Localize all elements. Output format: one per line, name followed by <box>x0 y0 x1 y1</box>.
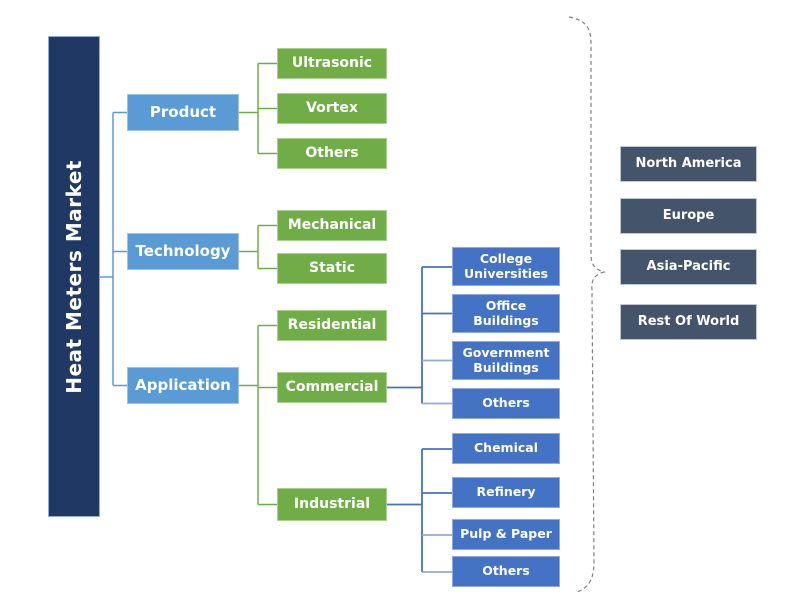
node-static-label: Static <box>308 260 355 277</box>
node-refinery: Refinery <box>452 477 560 508</box>
node-industrial: Industrial <box>277 488 387 521</box>
node-commercial-others: Others <box>452 388 560 419</box>
region-europe-label: Europe <box>662 207 715 223</box>
node-chemical-label: Chemical <box>474 440 538 456</box>
node-commercial-others-label: Others <box>482 395 530 411</box>
node-commercial-label: Commercial <box>285 379 379 396</box>
root-node-label: Heat Meters Market <box>61 159 86 394</box>
node-product-label: Product <box>149 102 217 121</box>
node-application-label: Application <box>135 375 231 394</box>
region-asia-pacific-label: Asia-Pacific <box>646 258 731 274</box>
segment-branch-lines <box>239 62 277 506</box>
node-product-others: Others <box>277 138 387 169</box>
region-north-america-label: North America <box>635 155 742 171</box>
node-college-universities-label: College Universities <box>463 251 549 281</box>
node-residential-label: Residential <box>287 317 377 334</box>
node-refinery-label: Refinery <box>476 484 536 500</box>
node-static: Static <box>277 253 387 284</box>
region-europe: Europe <box>620 198 757 234</box>
node-ultrasonic-label: Ultrasonic <box>291 55 373 72</box>
sub-branch-trunk-lines <box>387 266 452 572</box>
node-industrial-others-label: Others <box>482 563 530 579</box>
node-chemical: Chemical <box>452 433 560 464</box>
sub-branch-stub-lines <box>422 359 452 573</box>
node-product-others-label: Others <box>305 145 359 162</box>
node-mechanical-label: Mechanical <box>287 217 377 234</box>
root-branch-lines <box>100 111 127 387</box>
root-node-heat-meters-market: Heat Meters Market <box>48 36 100 517</box>
region-rest-of-world-label: Rest Of World <box>637 313 740 329</box>
node-pulp-paper-label: Pulp & Paper <box>460 526 552 542</box>
node-industrial-label: Industrial <box>293 496 371 513</box>
node-ultrasonic: Ultrasonic <box>277 48 387 79</box>
regions-brace <box>568 16 607 593</box>
node-pulp-paper: Pulp & Paper <box>452 519 560 550</box>
node-college-universities: College Universities <box>452 247 560 286</box>
node-technology: Technology <box>127 233 239 270</box>
node-technology-label: Technology <box>135 241 231 260</box>
node-application: Application <box>127 367 239 404</box>
region-asia-pacific: Asia-Pacific <box>620 249 757 285</box>
node-office-buildings: Office Buildings <box>452 294 560 333</box>
node-government-buildings-label: Government Buildings <box>462 345 550 375</box>
node-office-buildings-label: Office Buildings <box>473 298 539 328</box>
region-rest-of-world: Rest Of World <box>620 304 757 340</box>
node-industrial-others: Others <box>452 556 560 587</box>
node-product: Product <box>127 94 239 131</box>
node-government-buildings: Government Buildings <box>452 341 560 380</box>
node-vortex-label: Vortex <box>306 100 358 117</box>
node-vortex: Vortex <box>277 93 387 124</box>
node-mechanical: Mechanical <box>277 210 387 241</box>
region-north-america: North America <box>620 146 757 182</box>
node-residential: Residential <box>277 310 387 341</box>
node-commercial: Commercial <box>277 372 387 403</box>
